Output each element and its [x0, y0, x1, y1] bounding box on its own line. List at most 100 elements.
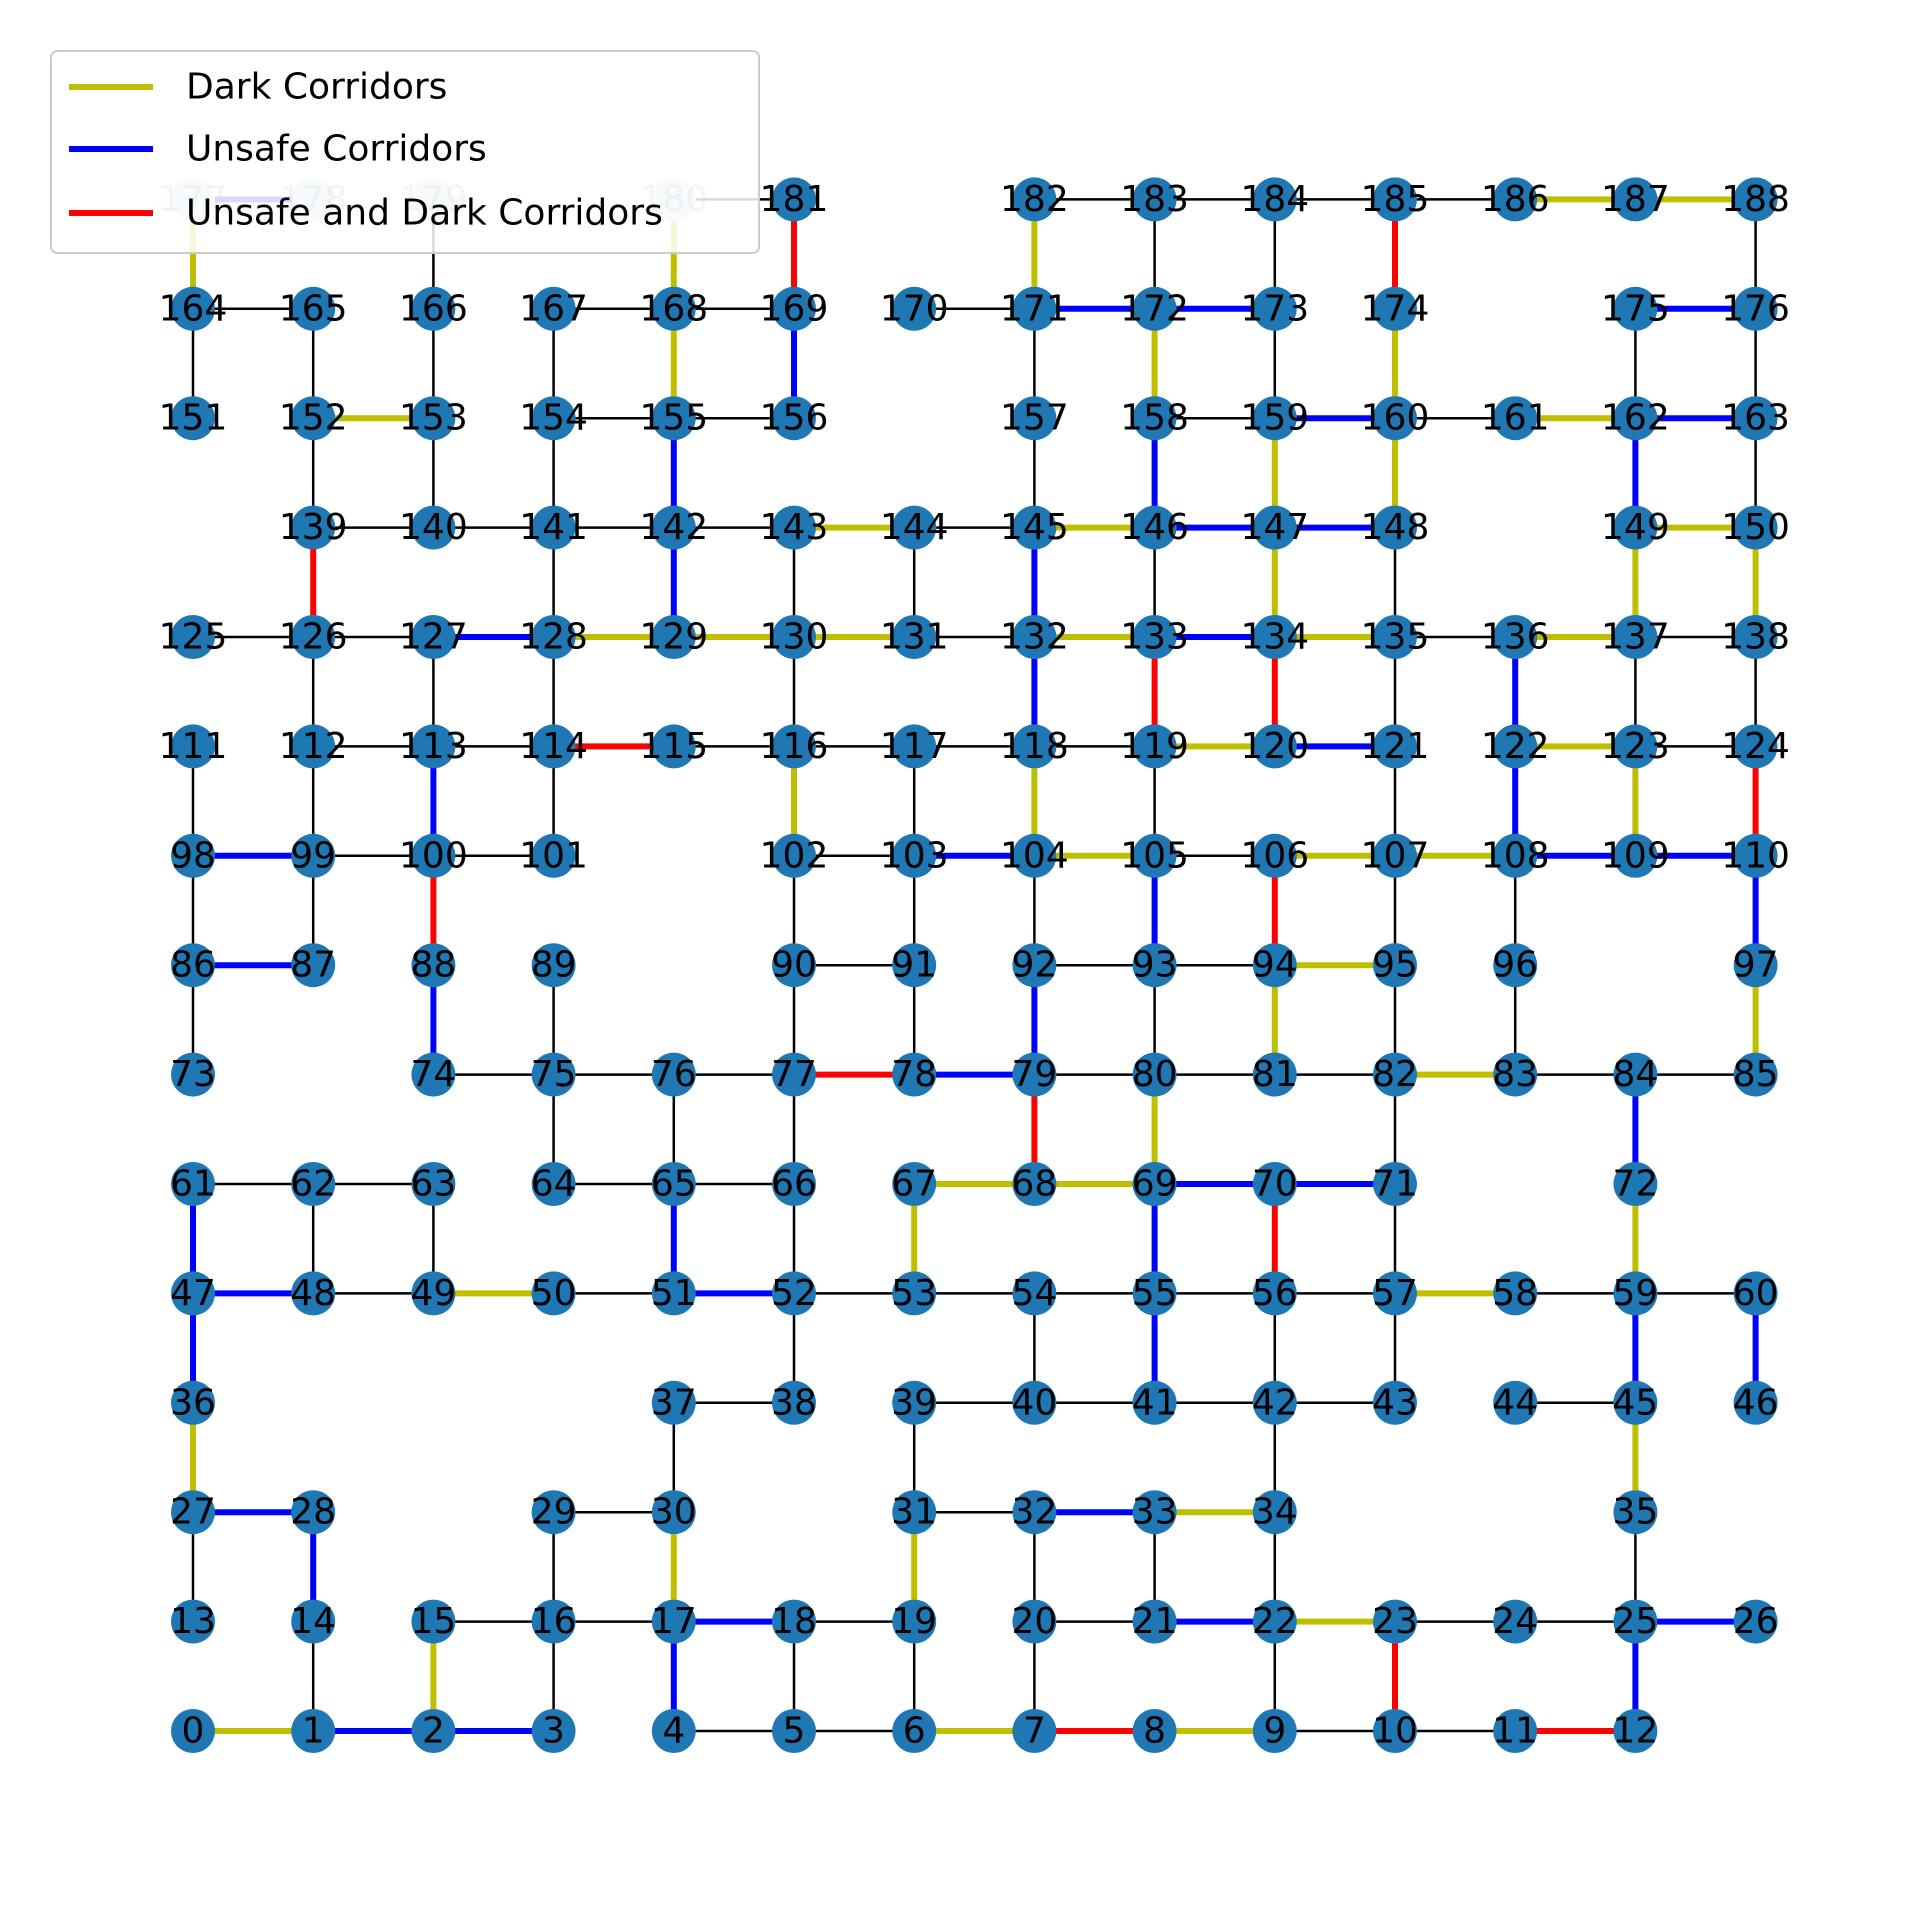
node-label-143: 143: [760, 507, 829, 548]
node-label-108: 108: [1481, 835, 1550, 876]
node-label-136: 136: [1481, 617, 1550, 658]
node-label-34: 34: [1252, 1492, 1298, 1533]
node-label-161: 161: [1481, 398, 1550, 439]
node-47: [171, 1271, 215, 1316]
node-label-172: 172: [1120, 288, 1189, 329]
node-label-40: 40: [1011, 1382, 1057, 1423]
node-label-187: 187: [1601, 179, 1670, 220]
node-label-90: 90: [771, 945, 817, 986]
node-label-11: 11: [1492, 1711, 1538, 1752]
node-91: [892, 943, 937, 988]
node-4: [651, 1709, 696, 1753]
node-18: [772, 1599, 816, 1644]
node-51: [651, 1271, 696, 1316]
node-79: [1012, 1052, 1057, 1097]
node-label-95: 95: [1372, 945, 1418, 986]
node-2: [411, 1709, 456, 1753]
node-label-76: 76: [651, 1054, 697, 1095]
node-label-125: 125: [159, 617, 228, 658]
node-111: [171, 724, 215, 769]
node-78: [892, 1052, 937, 1097]
node-label-162: 162: [1601, 398, 1670, 439]
node-label-102: 102: [760, 835, 829, 876]
node-84: [1613, 1052, 1658, 1097]
node-114: [531, 724, 576, 769]
node-118: [1012, 724, 1057, 769]
node-42: [1252, 1380, 1297, 1425]
node-23: [1373, 1599, 1417, 1644]
node-label-78: 78: [891, 1054, 937, 1095]
node-label-26: 26: [1733, 1601, 1779, 1642]
node-145: [1012, 505, 1057, 550]
node-label-6: 6: [903, 1711, 926, 1752]
node-label-175: 175: [1601, 288, 1670, 329]
node-11: [1493, 1709, 1538, 1753]
node-label-137: 137: [1601, 617, 1670, 658]
node-label-44: 44: [1492, 1382, 1538, 1423]
node-128: [531, 615, 576, 659]
node-label-99: 99: [290, 835, 336, 876]
node-29: [531, 1490, 576, 1535]
node-label-50: 50: [531, 1273, 577, 1314]
node-121: [1373, 724, 1417, 769]
node-label-58: 58: [1492, 1273, 1538, 1314]
node-label-104: 104: [1000, 835, 1069, 876]
node-115: [651, 724, 696, 769]
node-165: [291, 286, 336, 331]
node-label-77: 77: [771, 1054, 817, 1095]
node-label-97: 97: [1733, 945, 1779, 986]
node-96: [1493, 943, 1538, 988]
node-label-138: 138: [1721, 617, 1790, 658]
node-41: [1132, 1380, 1177, 1425]
node-label-121: 121: [1361, 726, 1430, 767]
node-168: [651, 286, 696, 331]
node-155: [651, 396, 696, 441]
node-label-70: 70: [1252, 1164, 1298, 1205]
node-131: [892, 615, 937, 659]
node-label-127: 127: [399, 617, 468, 658]
node-label-15: 15: [410, 1601, 456, 1642]
node-126: [291, 615, 336, 659]
node-label-114: 114: [519, 726, 588, 767]
node-label-37: 37: [651, 1382, 697, 1423]
node-label-160: 160: [1361, 398, 1430, 439]
node-label-57: 57: [1372, 1273, 1418, 1314]
node-label-181: 181: [760, 179, 829, 220]
node-label-55: 55: [1132, 1273, 1178, 1314]
node-label-152: 152: [279, 398, 348, 439]
node-label-188: 188: [1721, 179, 1790, 220]
node-33: [1132, 1490, 1177, 1535]
node-89: [531, 943, 576, 988]
node-label-142: 142: [639, 507, 708, 548]
node-66: [772, 1162, 816, 1206]
node-36: [171, 1380, 215, 1425]
node-label-87: 87: [290, 945, 336, 986]
node-label-31: 31: [891, 1492, 937, 1533]
node-69: [1132, 1162, 1177, 1206]
node-44: [1493, 1380, 1538, 1425]
node-188: [1733, 177, 1778, 222]
node-label-103: 103: [880, 835, 949, 876]
node-95: [1373, 943, 1417, 988]
node-label-122: 122: [1481, 726, 1550, 767]
node-63: [411, 1162, 456, 1206]
node-185: [1373, 177, 1417, 222]
legend-label-both: Unsafe and Dark Corridors: [186, 193, 663, 234]
node-label-111: 111: [159, 726, 228, 767]
node-label-53: 53: [891, 1273, 937, 1314]
node-140: [411, 505, 456, 550]
node-label-59: 59: [1612, 1273, 1658, 1314]
node-127: [411, 615, 456, 659]
node-label-67: 67: [891, 1164, 937, 1205]
legend-label-unsafe: Unsafe Corridors: [186, 129, 487, 170]
node-48: [291, 1271, 336, 1316]
node-label-139: 139: [279, 507, 348, 548]
node-58: [1493, 1271, 1538, 1316]
node-31: [892, 1490, 937, 1535]
node-77: [772, 1052, 816, 1097]
node-label-48: 48: [290, 1273, 336, 1314]
node-label-19: 19: [891, 1601, 937, 1642]
node-6: [892, 1709, 937, 1753]
node-label-2: 2: [422, 1711, 445, 1752]
node-label-29: 29: [531, 1492, 577, 1533]
